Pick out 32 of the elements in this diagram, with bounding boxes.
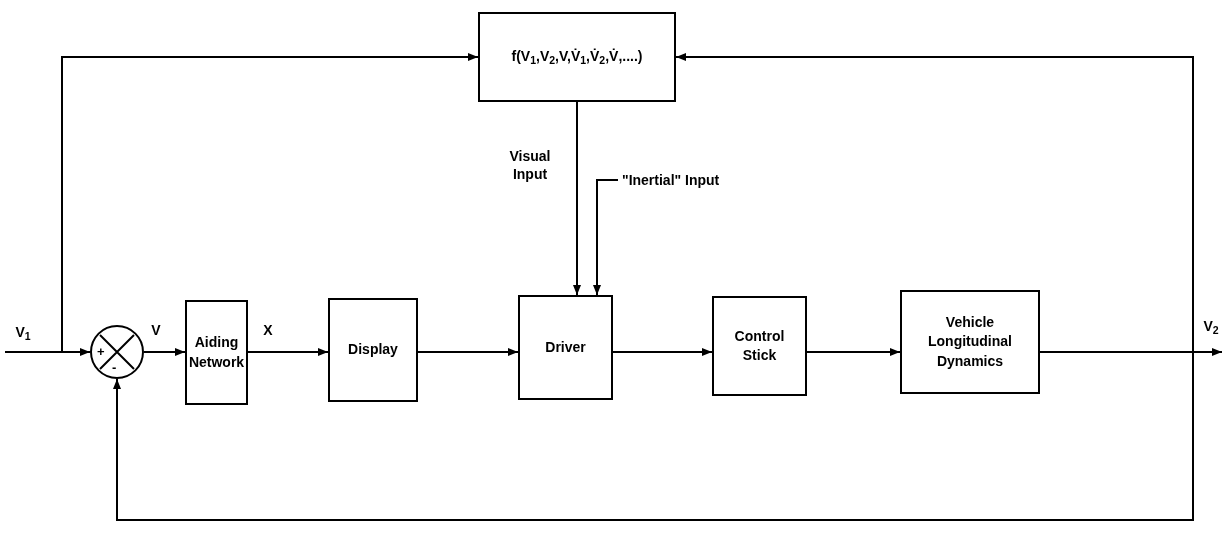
sign-label: - — [112, 361, 117, 374]
edge-label: V$_{1}$ — [14, 324, 32, 342]
block-box — [518, 295, 613, 400]
block-box — [185, 300, 248, 405]
edge-label: X — [262, 322, 274, 340]
block-label: Driver — [545, 337, 586, 357]
input-label: "Inertial" Input — [621, 170, 720, 190]
arrow — [612, 348, 713, 356]
edge-label: Visual Input — [508, 148, 552, 183]
arrow — [4, 348, 91, 356]
arrow — [675, 53, 1194, 353]
summing-junction — [90, 325, 144, 379]
edge-label: V$_{2}$ — [1202, 318, 1220, 336]
arrow — [806, 348, 901, 356]
block-label: Control Stick — [733, 326, 786, 365]
sign-label: + — [97, 345, 105, 358]
arrow — [247, 348, 329, 356]
block-label: Display — [348, 340, 398, 360]
block-box — [478, 12, 676, 102]
block-label: Aiding Network — [188, 333, 245, 372]
edge-label: V — [150, 322, 162, 340]
block-label: Vehicle Longitudinal Dynamics — [927, 313, 1013, 371]
block-box — [712, 296, 807, 396]
block-box — [328, 298, 418, 402]
arrow — [593, 179, 619, 296]
arrow — [573, 101, 581, 296]
arrow — [113, 351, 1194, 521]
arrow — [417, 348, 519, 356]
arrow — [61, 53, 479, 353]
arrow — [143, 348, 186, 356]
block-box — [900, 290, 1040, 394]
block-label: f(V$_{1}$,V$_{2}$,V,V̇$_{1}$,V̇$_{2}$,V̇,....) — [511, 47, 643, 67]
